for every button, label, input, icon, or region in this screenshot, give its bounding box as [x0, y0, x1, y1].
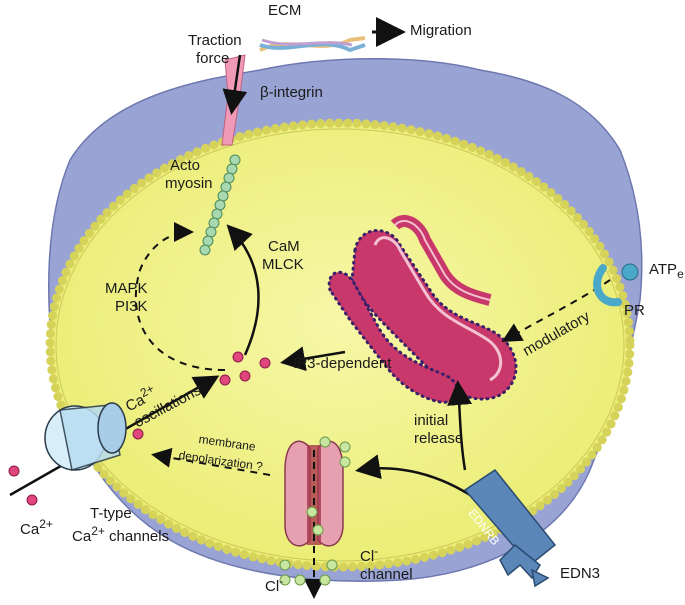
ecm-label: ECM: [268, 2, 302, 19]
t-type-sup: 2+: [91, 524, 105, 538]
edn3-label: EDN3: [560, 565, 601, 582]
acto-label: Acto: [170, 157, 201, 174]
t-type-channels: channels: [104, 528, 170, 545]
ecm-fibers: [259, 36, 366, 53]
purinergic-receptor: [593, 263, 639, 307]
calcium-ion-label: Ca2+: [20, 515, 53, 539]
initial-label: initial: [414, 412, 449, 429]
calcium-ions: [8, 351, 271, 506]
modulatory-arrow: [501, 279, 611, 342]
depolarization-arrow: [151, 447, 271, 476]
atp-label: ATPe: [649, 261, 684, 283]
traction-arrow: [222, 54, 248, 115]
cl-ion-label: Cl-: [265, 572, 283, 596]
t-type-channel: [44, 402, 127, 471]
initial-release-arrow: [447, 380, 473, 471]
atp-sub: e: [677, 267, 684, 281]
t-type-channels-label: Ca2+ channels: [72, 522, 169, 546]
pr-label: PR: [624, 302, 645, 319]
release-label: release: [414, 430, 464, 447]
ip3-label: IP3-dependent: [293, 355, 392, 372]
cl-ion-text: Cl: [265, 578, 280, 595]
cytoplasm: [50, 123, 630, 567]
mapk-label: MAPK: [105, 280, 148, 297]
chloride-ions: [279, 436, 351, 586]
endoplasmic-reticulum: [327, 215, 518, 404]
atp-text: ATP: [649, 261, 678, 278]
membrane: [45, 118, 635, 572]
cam-arrow: [226, 224, 260, 356]
myosin-label: myosin: [165, 175, 213, 192]
edn3-ligand: [530, 568, 550, 588]
mlck-label: MLCK: [262, 256, 304, 273]
t-type-label: T-type: [90, 505, 132, 522]
t-type-ca: Ca: [72, 528, 92, 545]
actomyosin-chain: [199, 154, 241, 256]
ip3-arrow: [280, 346, 346, 372]
beta-integrin-label: β-integrin: [260, 84, 323, 101]
cl-channel-word: channel: [360, 566, 413, 583]
pi3k-label: PI3K: [115, 298, 148, 315]
cl-arrow: [355, 454, 471, 497]
cam-label: CaM: [268, 238, 300, 255]
cl-channel-sup: -: [374, 544, 379, 558]
cl-ion-sup: -: [279, 574, 284, 588]
migration-label: Migration: [410, 22, 472, 39]
cl-channel-text: Cl: [360, 548, 375, 565]
calcium-ion-sup: 2+: [39, 517, 53, 531]
ednrb-receptor: [463, 468, 557, 588]
force-label: force: [196, 50, 230, 67]
mapk-arrow: [134, 222, 226, 371]
cl-channel-label: Cl- channel: [360, 542, 413, 584]
traction-label: Traction: [188, 32, 242, 49]
calcium-ion-text: Ca: [20, 521, 40, 538]
